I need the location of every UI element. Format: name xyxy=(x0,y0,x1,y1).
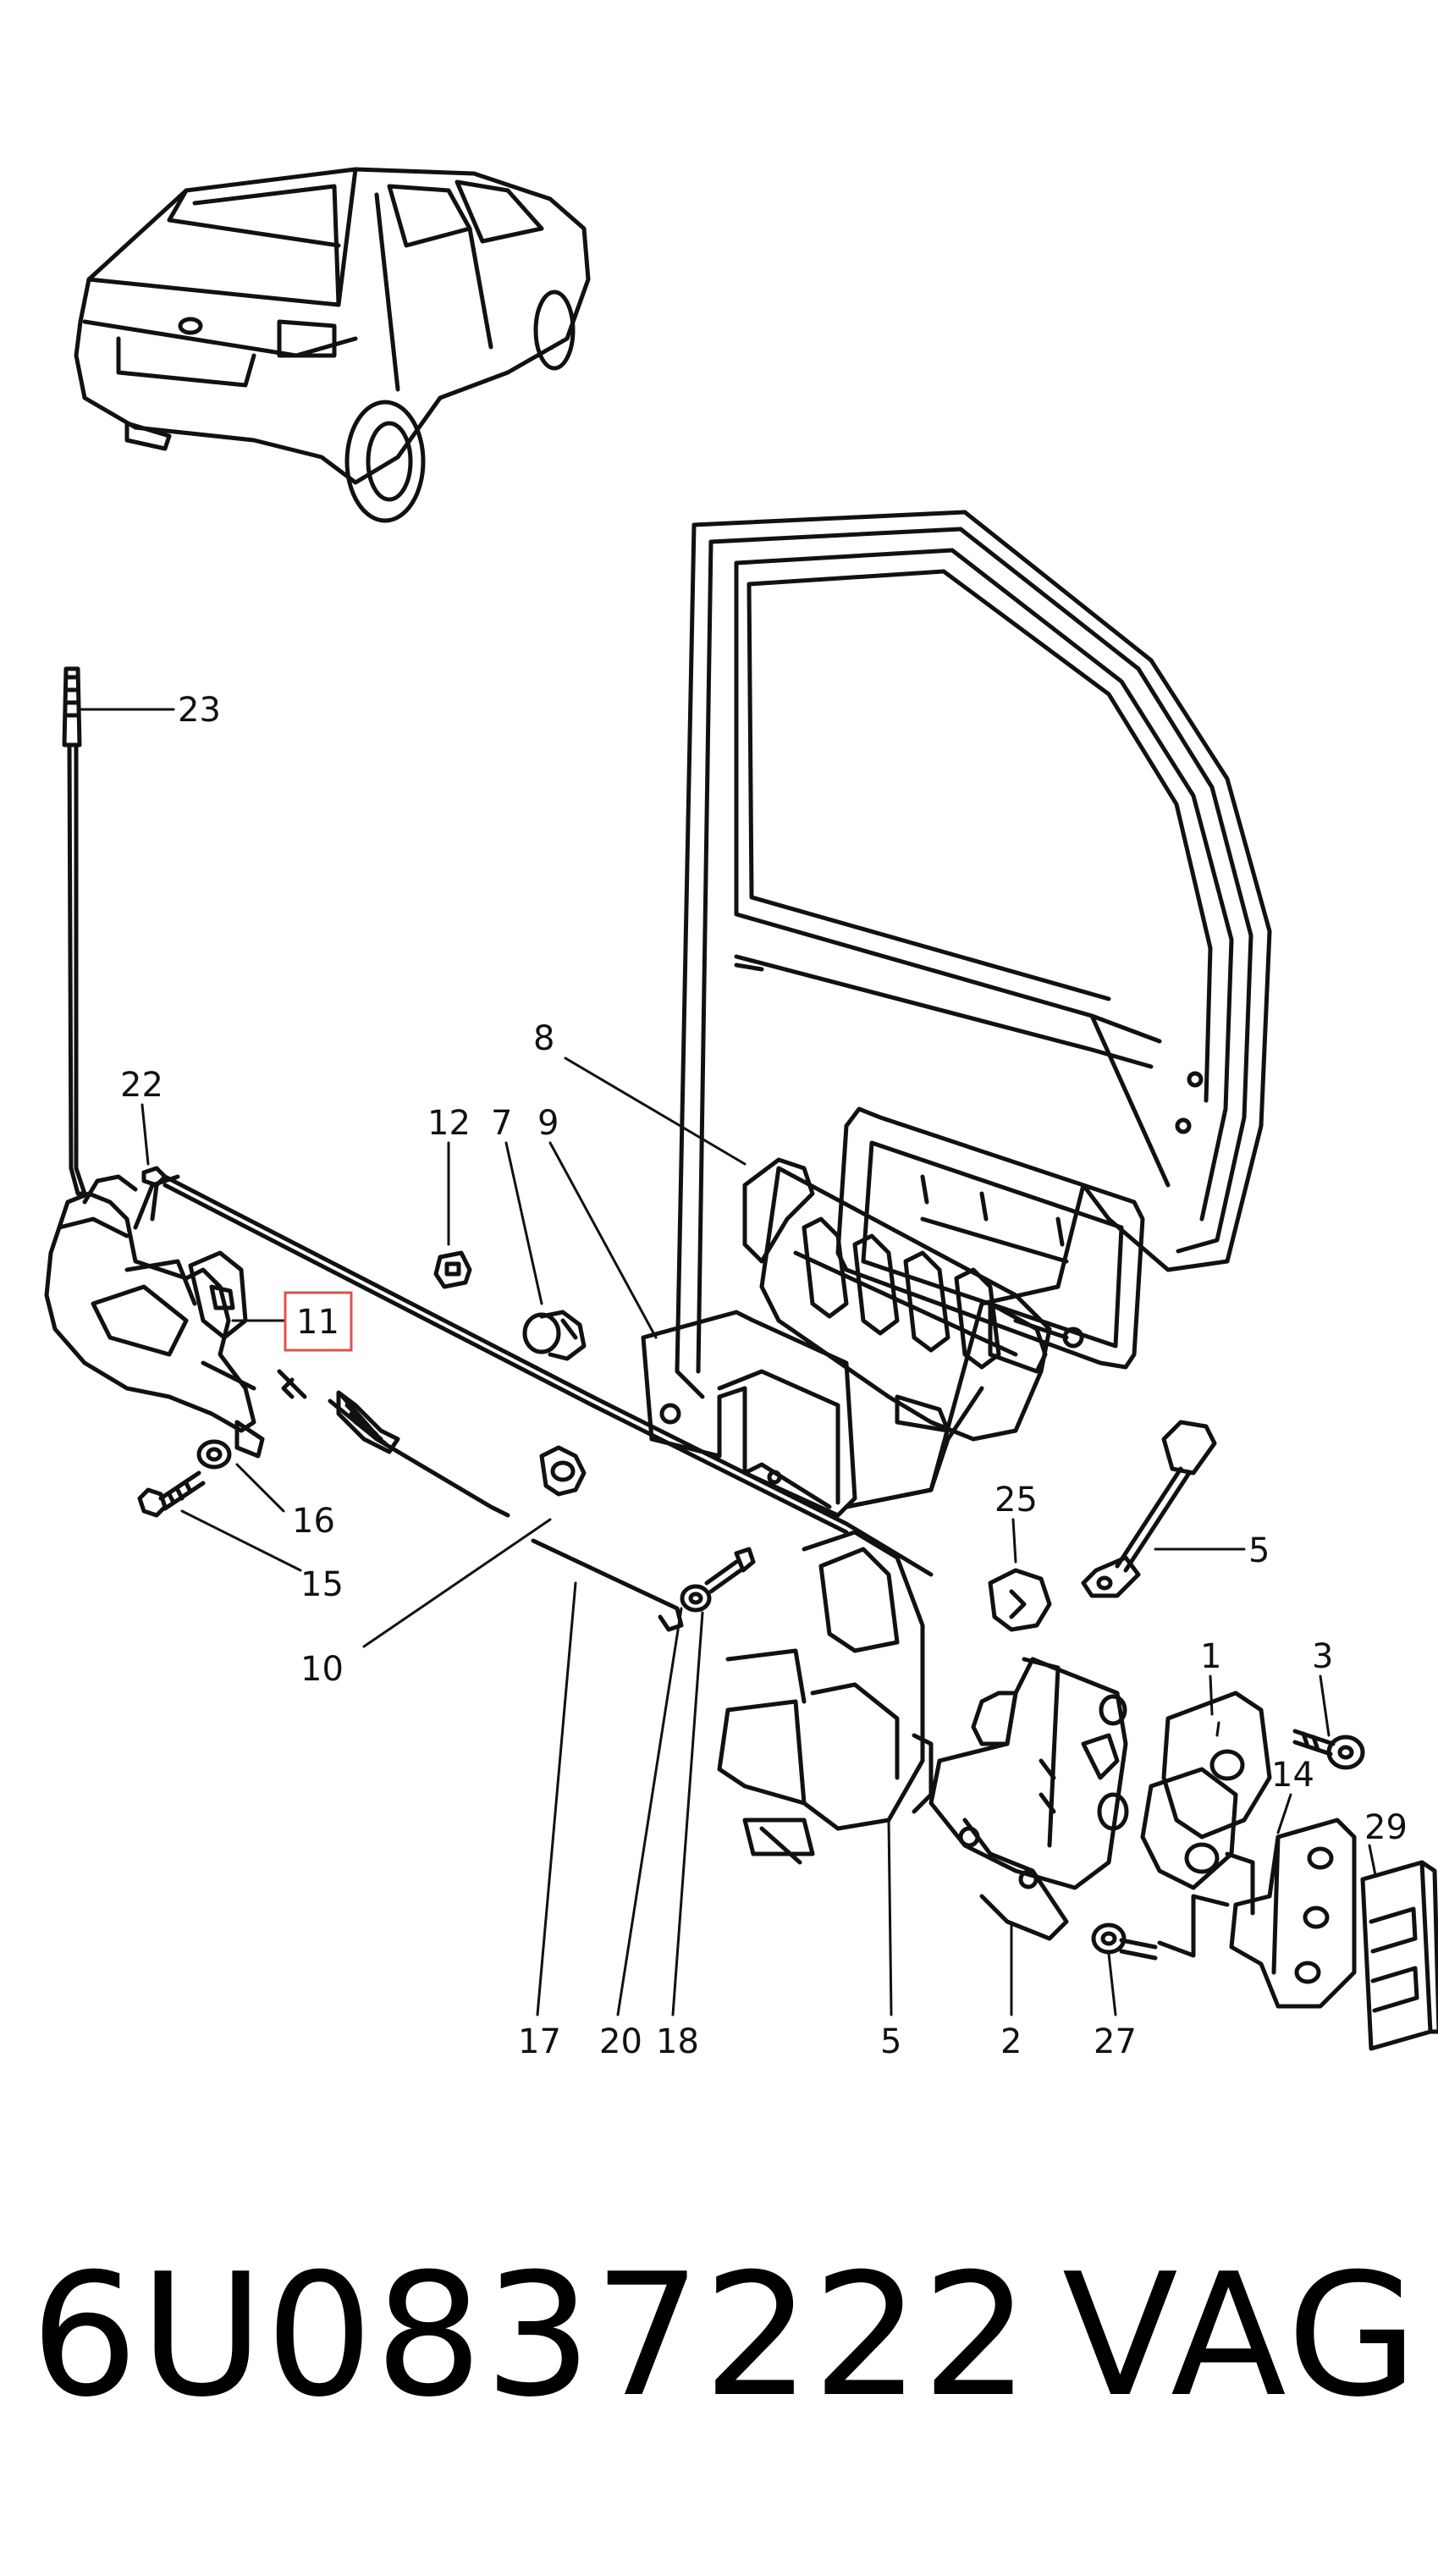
brand-name: VAG xyxy=(1062,2237,1422,2435)
callout-20: 20 xyxy=(599,2022,642,2061)
callout-25: 25 xyxy=(994,1481,1038,1520)
callout-10: 10 xyxy=(300,1650,344,1689)
callout-23: 23 xyxy=(178,691,221,730)
callout-3: 3 xyxy=(1312,1637,1333,1676)
lock-rod xyxy=(62,666,87,1196)
callout-1: 1 xyxy=(1200,1637,1221,1676)
striker-screw xyxy=(1292,1729,1365,1770)
callout-14: 14 xyxy=(1271,1756,1314,1795)
highlight-box xyxy=(284,1291,353,1352)
callout-16: 16 xyxy=(292,1502,335,1541)
parts-diagram: 23 22 12 7 9 8 11 16 15 10 25 5 1 3 14 2… xyxy=(44,167,1438,2061)
pull-rod xyxy=(1081,1420,1217,1598)
backing-plate xyxy=(1229,1818,1357,2009)
callout-11: 11 xyxy=(296,1303,339,1342)
callout-15: 15 xyxy=(300,1565,344,1604)
callout-29: 29 xyxy=(1364,1808,1408,1847)
retaining-clip xyxy=(988,1568,1052,1632)
callout-8: 8 xyxy=(533,1019,554,1058)
screw-nut xyxy=(680,1547,756,1613)
lock-screw xyxy=(1091,1851,1255,1961)
callout-12: 12 xyxy=(427,1104,471,1143)
lock-cover xyxy=(717,1530,934,1865)
callout-7: 7 xyxy=(491,1104,512,1143)
callout-18: 18 xyxy=(656,2022,699,2061)
door-frame xyxy=(675,510,1272,1509)
part-number: 6U0837222 xyxy=(30,2237,1032,2435)
bolt-washer xyxy=(137,1439,232,1518)
door-lock-body xyxy=(928,1657,1129,1941)
callout-17: 17 xyxy=(518,2022,561,2061)
control-rods xyxy=(141,1166,934,1632)
leader-lines xyxy=(79,708,1377,2016)
callout-2: 2 xyxy=(1000,2022,1022,2061)
striker-plate xyxy=(1140,1691,1272,1890)
callout-5-rod: 5 xyxy=(1248,1531,1270,1570)
callout-5-cover: 5 xyxy=(880,2022,901,2061)
outer-door-handle xyxy=(742,1106,1145,1442)
callout-9: 9 xyxy=(537,1104,559,1143)
callout-27: 27 xyxy=(1094,2022,1137,2061)
footer: 6U0837222 VAG xyxy=(0,2218,1438,2472)
car-illustration xyxy=(74,167,591,523)
small-clips xyxy=(433,1250,587,1497)
callout-22: 22 xyxy=(120,1066,163,1105)
shim-plate xyxy=(1360,1860,1438,2051)
callout-labels: 23 22 12 7 9 8 11 16 15 10 25 5 1 3 14 2… xyxy=(120,691,1408,2061)
